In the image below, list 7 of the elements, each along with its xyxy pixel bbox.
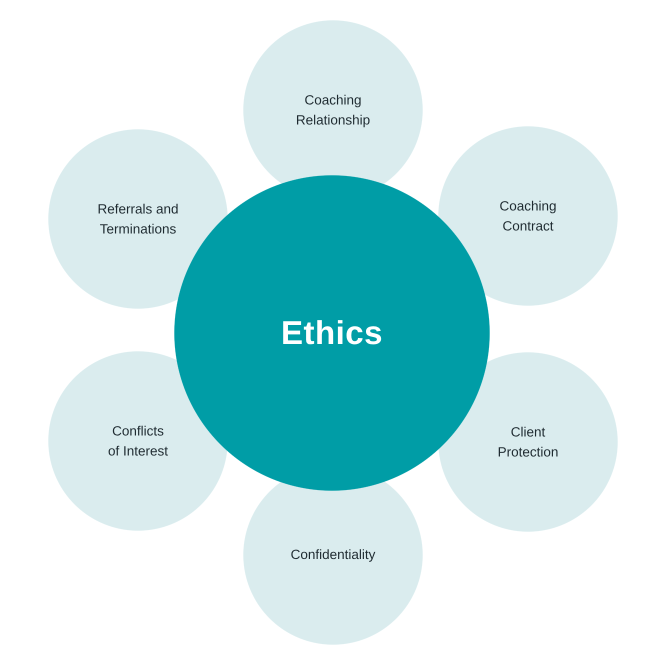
topic-label: Client Protection xyxy=(496,423,560,461)
topic-label: Conflicts of Interest xyxy=(106,422,170,460)
topic-label: Coaching Relationship xyxy=(294,91,372,130)
topic-label: Referrals and Terminations xyxy=(96,200,180,238)
topic-label: Coaching Contract xyxy=(498,197,558,235)
hub-title: Ethics xyxy=(280,314,384,352)
topic-label: Confidentiality xyxy=(290,546,376,564)
